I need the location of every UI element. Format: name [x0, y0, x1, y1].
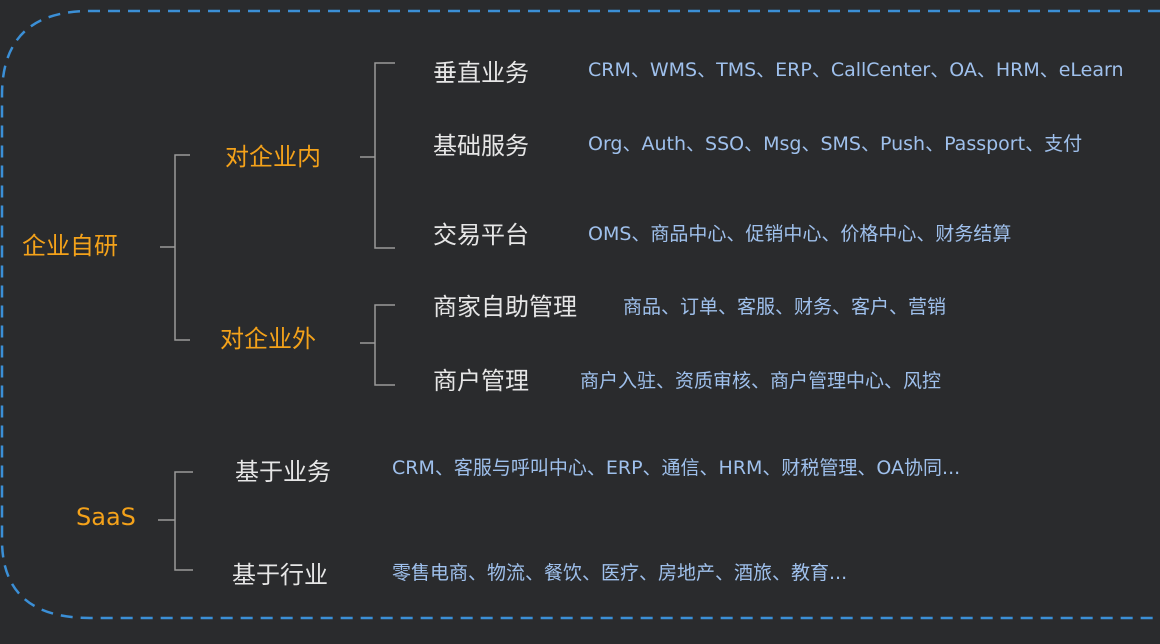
- root-saas: SaaS: [76, 503, 136, 531]
- bracket-self-dev: [160, 154, 190, 341]
- category-by-industry: 基于行业: [232, 561, 328, 589]
- desc-vertical: CRM、WMS、TMS、ERP、CallCenter、OA、HRM、eLearn: [588, 59, 1124, 81]
- desc-basic: Org、Auth、SSO、Msg、SMS、Push、Passport、支付: [588, 133, 1083, 155]
- bracket-internal: [360, 62, 395, 249]
- category-basic: 基础服务: [433, 132, 529, 160]
- category-by-business: 基于业务: [235, 458, 331, 486]
- group-internal: 对企业内: [225, 143, 321, 171]
- dashed-border: [0, 9, 1160, 620]
- desc-by-industry: 零售电商、物流、餐饮、医疗、房地产、酒旅、教育...: [392, 562, 848, 584]
- category-merchant-self: 商家自助管理: [433, 293, 577, 321]
- desc-merchant-self: 商品、订单、客服、财务、客户、营销: [623, 296, 947, 318]
- bracket-saas: [158, 471, 193, 571]
- bracket-external: [360, 304, 395, 386]
- category-merchant-mgmt: 商户管理: [433, 367, 529, 395]
- category-vertical: 垂直业务: [433, 59, 529, 87]
- root-self-dev: 企业自研: [22, 232, 118, 260]
- category-trade: 交易平台: [433, 221, 529, 249]
- desc-trade: OMS、商品中心、促销中心、价格中心、财务结算: [588, 223, 1012, 245]
- desc-by-business: CRM、客服与呼叫中心、ERP、通信、HRM、财税管理、OA协同...: [392, 457, 961, 479]
- desc-merchant-mgmt: 商户入驻、资质审核、商户管理中心、风控: [580, 370, 942, 392]
- group-external: 对企业外: [220, 325, 316, 353]
